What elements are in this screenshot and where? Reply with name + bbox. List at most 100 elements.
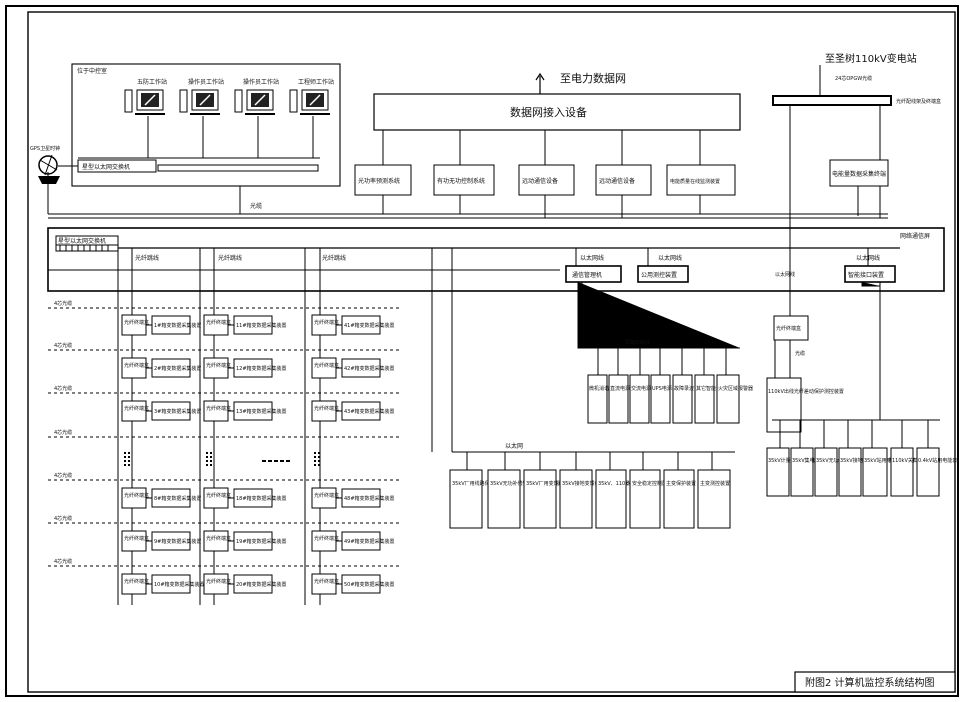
- svg-text:42#箱变数据采集装置: 42#箱变数据采集装置: [344, 365, 395, 372]
- svg-text:光纤终端盒: 光纤终端盒: [124, 535, 149, 542]
- svg-text:20#箱变数据采集装置: 20#箱变数据采集装置: [236, 581, 287, 588]
- mid-box-2[interactable]: [433, 164, 495, 196]
- svg-text:0.4kV站用电能表: 0.4kV站用电能表: [918, 457, 957, 464]
- svg-text:光纤终端盒: 光纤终端盒: [124, 578, 149, 585]
- monitor-icon: [191, 89, 219, 111]
- fiber-cable-label: 4芯光缆: [54, 515, 72, 522]
- svg-text:11#箱变数据采集装置: 11#箱变数据采集装置: [236, 322, 287, 329]
- public-measure[interactable]: [637, 265, 689, 283]
- workstation-3[interactable]: 操作员工作站: [234, 78, 279, 115]
- workstation-label: 五防工作站: [137, 78, 167, 86]
- to-substation-label: 至圣树110kV变电站: [825, 52, 917, 65]
- fiber-jump-1: 光纤跳线: [135, 254, 159, 262]
- column-3-units: 光纤终端盒 41#箱变数据采集装置 光纤终端盒 42#箱变数据采集装置 光纤终端…: [311, 314, 395, 595]
- mid-box-4[interactable]: [595, 164, 652, 196]
- svg-text:3#箱变数据采集装置: 3#箱变数据采集装置: [154, 408, 201, 415]
- caption-box: [794, 671, 956, 693]
- star-switch-label: 星型以太网交换机: [58, 237, 106, 245]
- fiber-cable-lines: [48, 307, 400, 567]
- control-room-box: [71, 63, 341, 187]
- mid-box-1[interactable]: [354, 164, 412, 196]
- svg-text:18#箱变数据采集装置: 18#箱变数据采集装置: [236, 495, 287, 502]
- svg-text:光纤终端盒: 光纤终端盒: [206, 578, 231, 585]
- mid-box-3[interactable]: [518, 164, 575, 196]
- page-border-inner: [27, 11, 956, 693]
- energy-terminal-label: 电能量数据采集终端: [832, 170, 886, 178]
- svg-text:10#箱变数据采集装置: 10#箱变数据采集装置: [154, 581, 205, 588]
- svg-text:光纤终端盒: 光纤终端盒: [124, 492, 149, 499]
- svg-text:光纤终端盒: 光纤终端盒: [124, 405, 149, 412]
- svg-text:43#箱变数据采集装置: 43#箱变数据采集装置: [344, 408, 395, 415]
- svg-text:光纤终端盒: 光纤终端盒: [206, 362, 231, 369]
- svg-text:光纤终端盒: 光纤终端盒: [314, 492, 339, 499]
- comm-manager[interactable]: [565, 265, 622, 283]
- fiber-protection[interactable]: [766, 377, 802, 433]
- tower-icon: [289, 89, 298, 113]
- svg-text:光纤终端盒: 光纤终端盒: [314, 319, 339, 326]
- fiber-cable-label: 4芯光缆: [54, 300, 72, 307]
- tower-icon: [234, 89, 243, 113]
- fiber-jump-2: 光纤跳线: [218, 254, 242, 262]
- network-cabinet: [47, 227, 945, 292]
- svg-text:光纤终端盒: 光纤终端盒: [206, 319, 231, 326]
- gps-clock[interactable]: GPS卫星时钟: [30, 145, 78, 184]
- data-access-device[interactable]: [373, 93, 741, 131]
- svg-text:安全稳定控制屏: 安全稳定控制屏: [632, 480, 667, 487]
- ethernet-label-2: 以太网线: [658, 254, 682, 262]
- ethernet-label-1: 以太网线: [580, 254, 604, 262]
- svg-text:光纤终端盒: 光纤终端盒: [124, 319, 149, 326]
- svg-text:35kV站用电馈线电能表: 35kV站用电馈线电能表: [864, 457, 917, 464]
- svg-text:1#箱变数据采集装置: 1#箱变数据采集装置: [154, 322, 201, 329]
- svg-text:其它智能设备: 其它智能设备: [696, 385, 726, 392]
- svg-text:光纤终端盒: 光纤终端盒: [206, 405, 231, 412]
- mid-box-label: 远动通信设备: [522, 177, 558, 185]
- svg-text:35kV集电线路表: 35kV集电线路表: [792, 457, 830, 464]
- energy-terminal[interactable]: [829, 159, 889, 187]
- svg-text:50#箱变数据采集装置: 50#箱变数据采集装置: [344, 581, 395, 588]
- fiber-frame-label: 光纤配线架及终端盒: [896, 98, 941, 105]
- to-network-label: 至电力数据网: [560, 71, 626, 85]
- monitor-icon: [301, 89, 329, 111]
- workstation-4[interactable]: 工程师工作站: [289, 78, 334, 115]
- control-switch-label: 星型以太网交换机: [82, 163, 130, 171]
- fiber-cable-small: 光缆: [795, 350, 805, 357]
- monitor-icon: [136, 89, 164, 111]
- svg-text:故障录波: 故障录波: [674, 385, 694, 392]
- mid-box-5[interactable]: [666, 164, 736, 196]
- fiber-24-label: 24芯OPGW光缆: [835, 75, 872, 82]
- workstation-label: 操作员工作站: [243, 78, 279, 86]
- workstation-2[interactable]: 操作员工作站: [179, 78, 224, 115]
- workstation-label: 工程师工作站: [298, 78, 334, 86]
- workstation-group: 五防工作站 操作员工作站 操作员工作站 工程师工作站: [78, 78, 334, 159]
- svg-text:直流电源系统: 直流电源系统: [610, 385, 640, 392]
- smart-interface[interactable]: [844, 265, 896, 283]
- svg-text:光纤终端盒: 光纤终端盒: [314, 535, 339, 542]
- fiber-frame[interactable]: [772, 95, 892, 106]
- fiber-terminal-label: 光纤终端盒: [776, 325, 801, 332]
- fiber-terminal-box[interactable]: [773, 315, 809, 341]
- cable-label: 光缆: [250, 202, 262, 210]
- svg-text:主变保护装置: 主变保护装置: [666, 480, 696, 487]
- monitor-icon: [246, 89, 274, 111]
- shield-twist-label: 屏蔽双绞线: [625, 339, 650, 346]
- aux-devices: 微机消谐装置 直流电源系统 交流电源系统 UPS电源系统 故障录波 其它智能设备…: [587, 374, 753, 424]
- svg-text:9#箱变数据采集装置: 9#箱变数据采集装置: [154, 538, 201, 545]
- svg-text:110kV关口电能表: 110kV关口电能表: [892, 457, 933, 464]
- fiber-protection-label: 110kV出线光纤差动保护测控装置: [768, 388, 844, 395]
- workstation-1[interactable]: 五防工作站: [124, 78, 167, 115]
- tower-icon: [179, 89, 188, 113]
- fiber-cable-label: 4芯光缆: [54, 385, 72, 392]
- fiber-cable-label: 4芯光缆: [54, 472, 72, 479]
- tower-icon: [124, 89, 133, 113]
- comm-manager-label: 通信管理机: [572, 271, 602, 279]
- svg-text:UPS电源系统: UPS电源系统: [652, 385, 682, 392]
- svg-text:火灾区域报警器: 火灾区域报警器: [718, 385, 753, 392]
- column-2-units: 光纤终端盒 11#箱变数据采集装置 光纤终端盒 12#箱变数据采集装置 光纤终端…: [203, 314, 292, 595]
- page-border-outer: [5, 5, 959, 697]
- svg-text:光纤终端盒: 光纤终端盒: [314, 405, 339, 412]
- data-access-label: 数据网接入设备: [510, 105, 587, 119]
- mid-box-label: 远动通信设备: [599, 177, 635, 185]
- svg-text:19#箱变数据采集装置: 19#箱变数据采集装置: [236, 538, 287, 545]
- svg-text:41#箱变数据采集装置: 41#箱变数据采集装置: [344, 322, 395, 329]
